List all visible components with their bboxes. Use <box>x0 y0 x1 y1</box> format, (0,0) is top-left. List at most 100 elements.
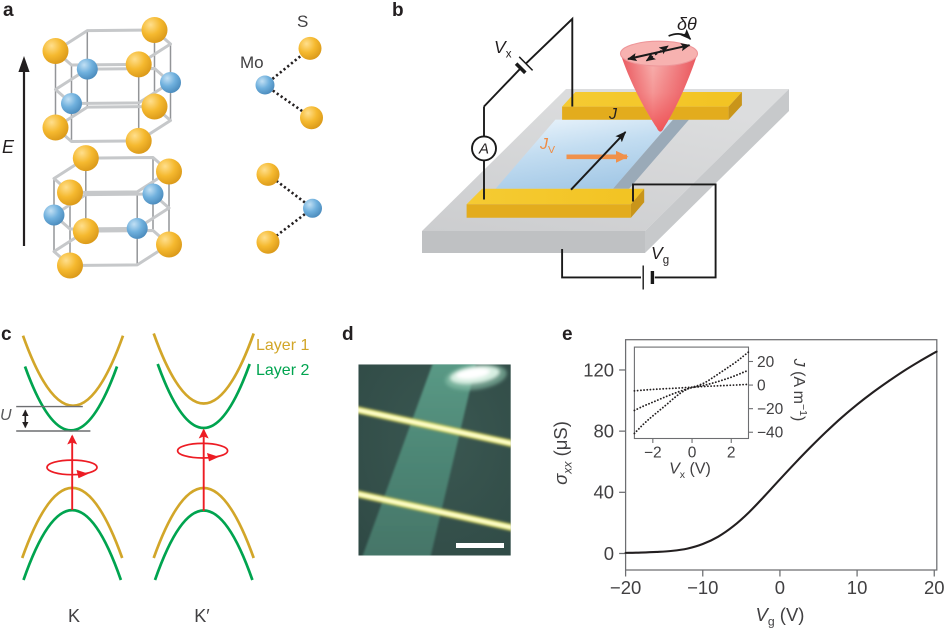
mo-atom <box>126 217 148 239</box>
x-tick-label: 10 <box>847 577 868 598</box>
vx-battery-symbol <box>514 56 534 75</box>
s-atom <box>72 218 99 245</box>
kerr-angle-label: δθ <box>677 14 697 34</box>
y-tick-label: 20 <box>757 354 775 371</box>
source-electrode <box>466 188 645 218</box>
rotated-polarization-arrow <box>645 45 669 62</box>
panel-b-letter: b <box>392 0 404 21</box>
x-tick-label: −2 <box>644 445 662 462</box>
mo-atom <box>76 58 98 80</box>
layer2-label: Layer 2 <box>256 362 310 379</box>
mo-atom <box>160 72 181 93</box>
efield-arrow <box>18 56 30 246</box>
s-atom <box>156 231 182 258</box>
x-tick-label: 0 <box>775 577 785 598</box>
panel-a-crystal-structure <box>18 17 323 279</box>
s-label: S <box>297 12 309 31</box>
k-circulation-ellipse <box>46 459 98 476</box>
y-tick-label: 40 <box>594 482 615 503</box>
panel-d-letter: d <box>342 324 354 345</box>
mos2-channel-edge <box>613 119 689 189</box>
k-transition <box>46 434 98 510</box>
electrode-stripes <box>358 405 511 532</box>
mo-atom <box>43 204 65 226</box>
y-tick-label: 120 <box>583 359 614 380</box>
hexagon-outline <box>52 229 171 267</box>
hexagon-outline <box>52 156 171 194</box>
panel-e-letter: e <box>562 324 573 345</box>
ammeter-label: A <box>478 140 490 158</box>
s-atom <box>125 127 152 154</box>
s-atom <box>72 145 99 172</box>
e-inset-xlabel: Vx (V) <box>669 460 711 481</box>
plot-frame <box>633 346 750 440</box>
interlayer-gap-marker <box>16 405 91 432</box>
valley-current-label: JV <box>540 136 556 157</box>
mo-atom <box>142 183 164 205</box>
vg-circuit-wire <box>561 183 717 279</box>
mos-bond-sketch-top <box>255 36 323 130</box>
vg-label: Vg <box>651 243 670 267</box>
data-curve <box>633 383 750 392</box>
layer2-valence-band <box>22 508 123 581</box>
efield-label: E <box>2 137 15 157</box>
s-atom <box>156 158 182 185</box>
panel-a-letter: a <box>3 0 14 21</box>
s-atom <box>298 36 322 60</box>
layer1-conduction-band <box>152 333 255 405</box>
bulk-crystal-blob <box>445 364 507 391</box>
layer1-label: Layer 1 <box>256 337 310 354</box>
s-atom <box>256 162 280 186</box>
y-tick-label: 0 <box>757 377 766 394</box>
battery-short-plate <box>514 62 527 75</box>
plot-frame <box>624 339 938 571</box>
k-valley-bands <box>20 335 125 581</box>
mos2-channel <box>495 119 673 189</box>
mo-atom <box>303 198 322 218</box>
x-tick-label: 0 <box>688 445 697 462</box>
laser-cone-top <box>619 40 699 67</box>
kerr-rotation-arrow <box>668 28 692 40</box>
mo-label: Mo <box>240 53 264 72</box>
mos2-flake-band <box>362 364 476 556</box>
current-arrow <box>570 131 627 191</box>
panel-c-band-diagram <box>16 333 255 581</box>
ammeter-circle <box>471 135 497 162</box>
x-tick-label: −20 <box>610 577 641 598</box>
vg-battery-symbol <box>642 265 655 290</box>
y-tick-label: 80 <box>594 420 615 441</box>
battery-long-plate <box>518 56 534 71</box>
hexagon-outline <box>54 67 172 105</box>
y-tick-label: −20 <box>757 401 784 418</box>
mos-bond-sketch-bottom <box>256 162 322 254</box>
mo-atom <box>61 93 82 114</box>
unit-cell-drawing <box>42 17 182 279</box>
efield-arrowhead <box>18 56 30 72</box>
kprime-valley-label: K′ <box>194 606 210 626</box>
current-label: J <box>609 106 617 123</box>
y-tick-label: 0 <box>604 543 614 564</box>
data-curve <box>633 369 750 412</box>
e-xlabel: Vg (V) <box>755 604 805 629</box>
s-atom <box>256 230 280 254</box>
s-atom <box>42 38 69 64</box>
e-ylabel: σxx (μS) <box>550 421 575 485</box>
y-tick-label: −40 <box>757 425 784 442</box>
gap-label: U <box>0 407 12 424</box>
layer1-conduction-band <box>21 335 125 408</box>
scale-bar <box>456 543 504 548</box>
s-atom <box>57 252 83 279</box>
kprime-circulation-arrowhead <box>207 453 219 462</box>
vx-circuit-wire <box>483 16 574 200</box>
mo-atom <box>255 75 275 95</box>
panel-d-optical-image <box>358 364 511 556</box>
x-tick-label: 2 <box>727 445 736 462</box>
panel-b-device-schematic <box>422 16 789 290</box>
s-atom <box>57 179 83 206</box>
k-circulation-arrowhead <box>76 469 89 479</box>
kprime-circulation-ellipse <box>176 442 229 459</box>
data-curve <box>624 350 938 554</box>
layer2-conduction-band <box>156 363 251 430</box>
